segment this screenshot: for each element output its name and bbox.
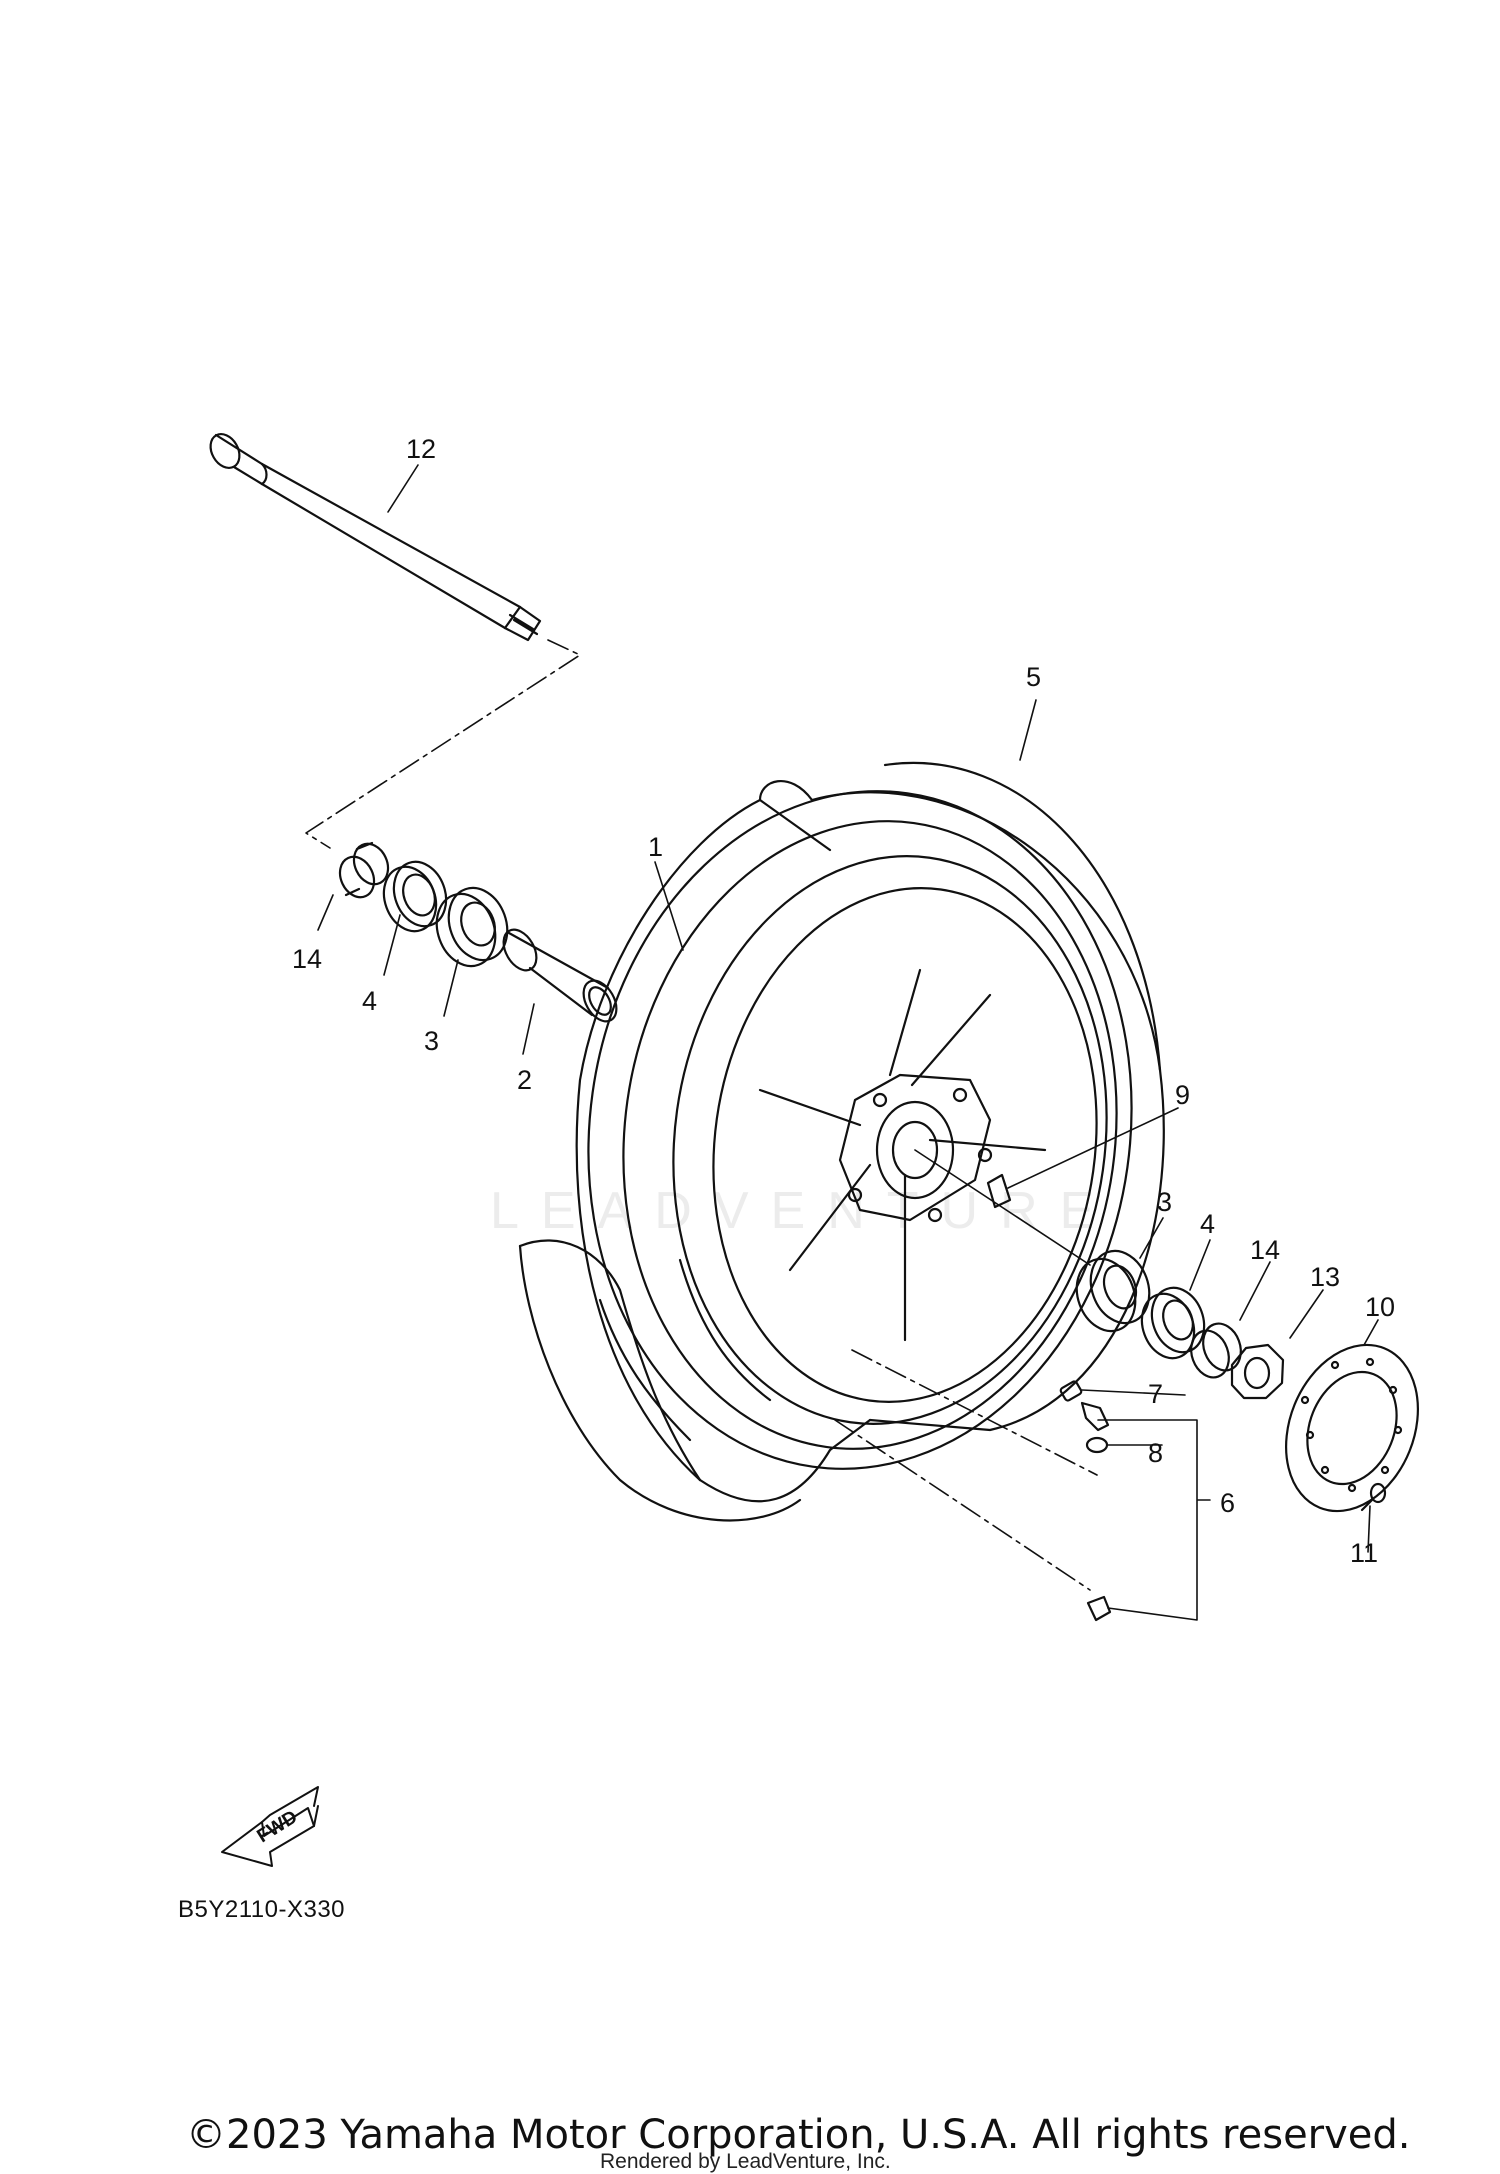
spacer-part-2[interactable] (497, 924, 623, 1027)
callout-13: 13 (1310, 1262, 1340, 1292)
hub (838, 1073, 993, 1223)
oil-seal-part-4-right[interactable] (1133, 1280, 1213, 1365)
o-ring-part-8[interactable] (1085, 1436, 1109, 1454)
callout-9: 9 (1175, 1080, 1190, 1110)
nut-part-13[interactable] (1230, 1343, 1285, 1400)
callout-1: 1 (648, 832, 663, 862)
oil-seal-part-4-left[interactable] (375, 854, 455, 938)
callout-5: 5 (1026, 662, 1041, 692)
callout-7: 7 (1148, 1379, 1163, 1409)
callout-12: 12 (406, 434, 436, 464)
callout-4-right: 4 (1200, 1209, 1215, 1239)
callout-3-left: 3 (424, 1026, 439, 1056)
fwd-label: FWD (254, 1807, 302, 1848)
rim-part-1[interactable] (545, 756, 1174, 1505)
valve-leader-lines (1081, 1389, 1211, 1621)
fwd-arrow-icon: FWD (221, 1786, 319, 1867)
callout-6: 6 (1220, 1488, 1235, 1518)
valve-cap-part-7[interactable] (1059, 1380, 1083, 1402)
watermark-text: LEADVENTURE (490, 1182, 1116, 1240)
callout-2: 2 (517, 1065, 532, 1095)
valve-body[interactable] (1080, 1401, 1110, 1432)
callout-4-left: 4 (362, 986, 377, 1016)
collar-part-14-right[interactable] (1185, 1318, 1247, 1382)
brake-disc-part-10[interactable] (1262, 1325, 1441, 1531)
balance-weight-part-9[interactable] (986, 1173, 1012, 1209)
drawing-code: B5Y2110-X330 (178, 1896, 346, 1923)
copyright-notice: ©2023 Yamaha Motor Corporation, U.S.A. A… (186, 2112, 1411, 2158)
valve-center-line (834, 1349, 1098, 1591)
callout-10: 10 (1365, 1292, 1395, 1322)
hub-center-line (914, 1149, 1091, 1266)
bearing-part-3-right[interactable] (1067, 1243, 1159, 1340)
screw-part-11[interactable] (1360, 1482, 1387, 1512)
axle-center-line (305, 639, 581, 849)
callout-14-right: 14 (1250, 1235, 1280, 1265)
bearing-part-3-left[interactable] (427, 880, 517, 975)
callout-14-left: 14 (292, 944, 322, 974)
callout-11: 11 (1350, 1538, 1378, 1568)
callout-leaders (317, 464, 1379, 1553)
rendered-by-credit: Rendered by LeadVenture, Inc. (600, 2150, 891, 2173)
axle-part-12[interactable] (205, 429, 542, 642)
collar-part-14-left[interactable] (334, 838, 395, 903)
callout-8: 8 (1148, 1438, 1163, 1468)
valve-nut[interactable] (1086, 1595, 1112, 1622)
tire-part-5[interactable] (518, 761, 1165, 1522)
callout-3-right: 3 (1157, 1187, 1172, 1217)
